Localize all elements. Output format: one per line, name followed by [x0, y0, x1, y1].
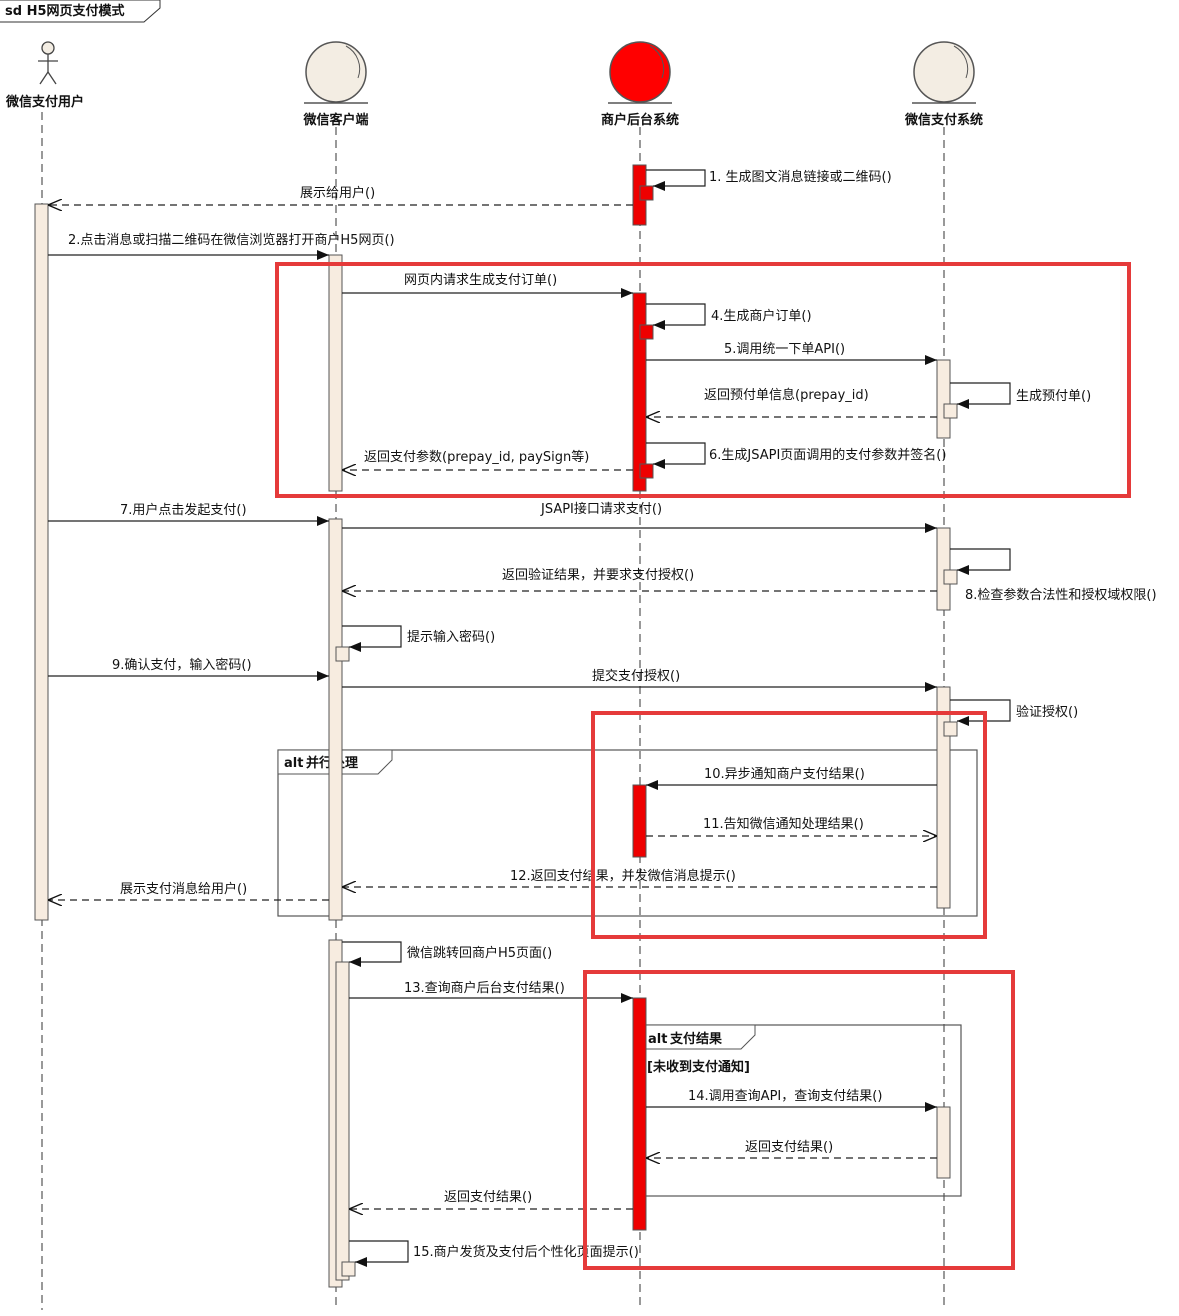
fragment-pay-result-guard: [未收到支付通知]	[647, 1059, 750, 1075]
lifeline-client-name: 微信客户端	[302, 112, 368, 128]
msg-15-self	[349, 1240, 409, 1267]
msg-label-return-result-wx: 返回支付结果()	[745, 1140, 833, 1155]
entity-icon-client	[304, 41, 368, 104]
activation-wxpay-nested-3	[943, 721, 958, 737]
msg-password-self	[342, 625, 402, 652]
fragment-parallel: alt 并行处理	[277, 749, 978, 917]
actor-icon	[38, 41, 58, 85]
activation-merchant-nested-3	[639, 463, 654, 479]
msg-label-password: 提示输入密码()	[407, 629, 495, 645]
entity-icon-wxpay	[912, 41, 976, 104]
activation-merchant-3	[632, 784, 647, 858]
msg-verify-auth-self	[950, 699, 1011, 726]
msg-label-13: 13.查询商户后台支付结果()	[404, 980, 565, 996]
msg-label-pay-params: 返回支付参数(prepay_id, paySign等)	[364, 449, 589, 465]
highlight-box-2	[591, 711, 987, 939]
msg-label-6: 6.生成JSAPI页面调用的支付参数并签名()	[709, 447, 946, 463]
msg-label-redirect: 微信跳转回商户H5页面()	[407, 945, 552, 961]
messages	[48, 169, 1011, 1267]
activation-client-nested-final	[341, 1261, 356, 1277]
activation-user	[34, 203, 49, 921]
msg-label-return-result-client: 返回支付结果()	[444, 1190, 532, 1205]
lifeline-wxpay-name: 微信支付系统	[904, 112, 983, 128]
lifeline-merchant-name: 商户后台系统	[601, 112, 679, 128]
fragment-pay-result-operator: alt	[648, 1032, 667, 1047]
msg-label-prepay-return: 返回预付单信息(prepay_id)	[704, 387, 869, 403]
activation-client-2	[328, 518, 343, 921]
activation-merchant-4	[632, 997, 647, 1231]
msg-label-5: 5.调用统一下单API()	[724, 342, 845, 357]
msg-label-verify-return: 返回验证结果，并要求支付授权()	[502, 567, 694, 583]
activation-merchant-2	[632, 292, 647, 492]
activation-wxpay-nested-2	[943, 569, 958, 585]
activation-wxpay-1	[936, 359, 951, 439]
msg-label-15: 15.商户发货及支付后个性化页面提示()	[413, 1244, 639, 1260]
msg-label-8: 8.检查参数合法性和授权域权限()	[965, 587, 1157, 603]
msg-label-show-pay-msg: 展示支付消息给用户()	[120, 881, 247, 897]
entity-icon-merchant	[608, 41, 672, 104]
fragment-pay-result: alt 支付结果 [未收到支付通知]	[640, 1024, 962, 1197]
activation-wxpay-nested-1	[943, 403, 958, 419]
frame-title-tab: sd H5网页支付模式	[0, 0, 161, 23]
msg-1-self	[646, 169, 706, 191]
msg-4-self	[646, 303, 706, 330]
highlight-box-1	[275, 262, 1131, 498]
msg-label-10: 10.异步通知商户支付结果()	[704, 766, 865, 782]
msg-label-verify-auth: 验证授权()	[1016, 704, 1078, 720]
activation-wxpay-2	[936, 527, 951, 611]
message-labels: 1. 生成图文消息链接或二维码() 展示给用户() 2.点击消息或扫描二维码在微…	[68, 169, 1157, 1260]
msg-label-jsapi: JSAPI接口请求支付()	[540, 501, 662, 517]
activation-client-1	[328, 254, 343, 492]
activation-merchant-nested-1	[639, 185, 654, 201]
highlight-box-3	[583, 970, 1015, 1270]
msg-label-12: 12.返回支付结果，并发微信消息提示()	[510, 868, 736, 884]
msg-8-self	[950, 548, 1011, 575]
frame-title: sd H5网页支付模式	[5, 3, 125, 19]
fragment-parallel-operator: alt	[284, 756, 303, 771]
highlight-boxes	[275, 262, 1131, 1270]
activation-wxpay-3	[936, 686, 951, 909]
activations	[34, 164, 958, 1288]
msg-label-4: 4.生成商户订单()	[711, 308, 812, 324]
msg-label-1: 1. 生成图文消息链接或二维码()	[709, 169, 892, 185]
lifeline-user-name: 微信支付用户	[5, 94, 84, 110]
msg-prepay-self	[950, 382, 1011, 409]
activation-client-3b	[335, 961, 350, 1281]
msg-6-self	[646, 442, 706, 469]
activation-client-nested-password	[335, 646, 350, 662]
fragment-pay-result-title: 支付结果	[669, 1031, 722, 1047]
msg-label-9: 9.确认支付，输入密码()	[112, 657, 252, 673]
msg-label-3: 网页内请求生成支付订单()	[404, 272, 557, 288]
msg-label-prepay-self: 生成预付单()	[1016, 389, 1091, 404]
msg-redirect-self	[342, 941, 402, 967]
msg-label-2: 2.点击消息或扫描二维码在微信浏览器打开商户H5网页()	[68, 232, 395, 248]
msg-label-7: 7.用户点击发起支付()	[120, 502, 247, 518]
msg-label-11: 11.告知微信通知处理结果()	[703, 816, 864, 832]
activation-wxpay-4	[936, 1106, 951, 1179]
msg-label-show-user: 展示给用户()	[300, 185, 375, 201]
msg-label-submit-auth: 提交支付授权()	[592, 668, 680, 684]
activation-merchant-nested-2	[639, 324, 654, 340]
msg-label-14: 14.调用查询API，查询支付结果()	[688, 1089, 882, 1104]
